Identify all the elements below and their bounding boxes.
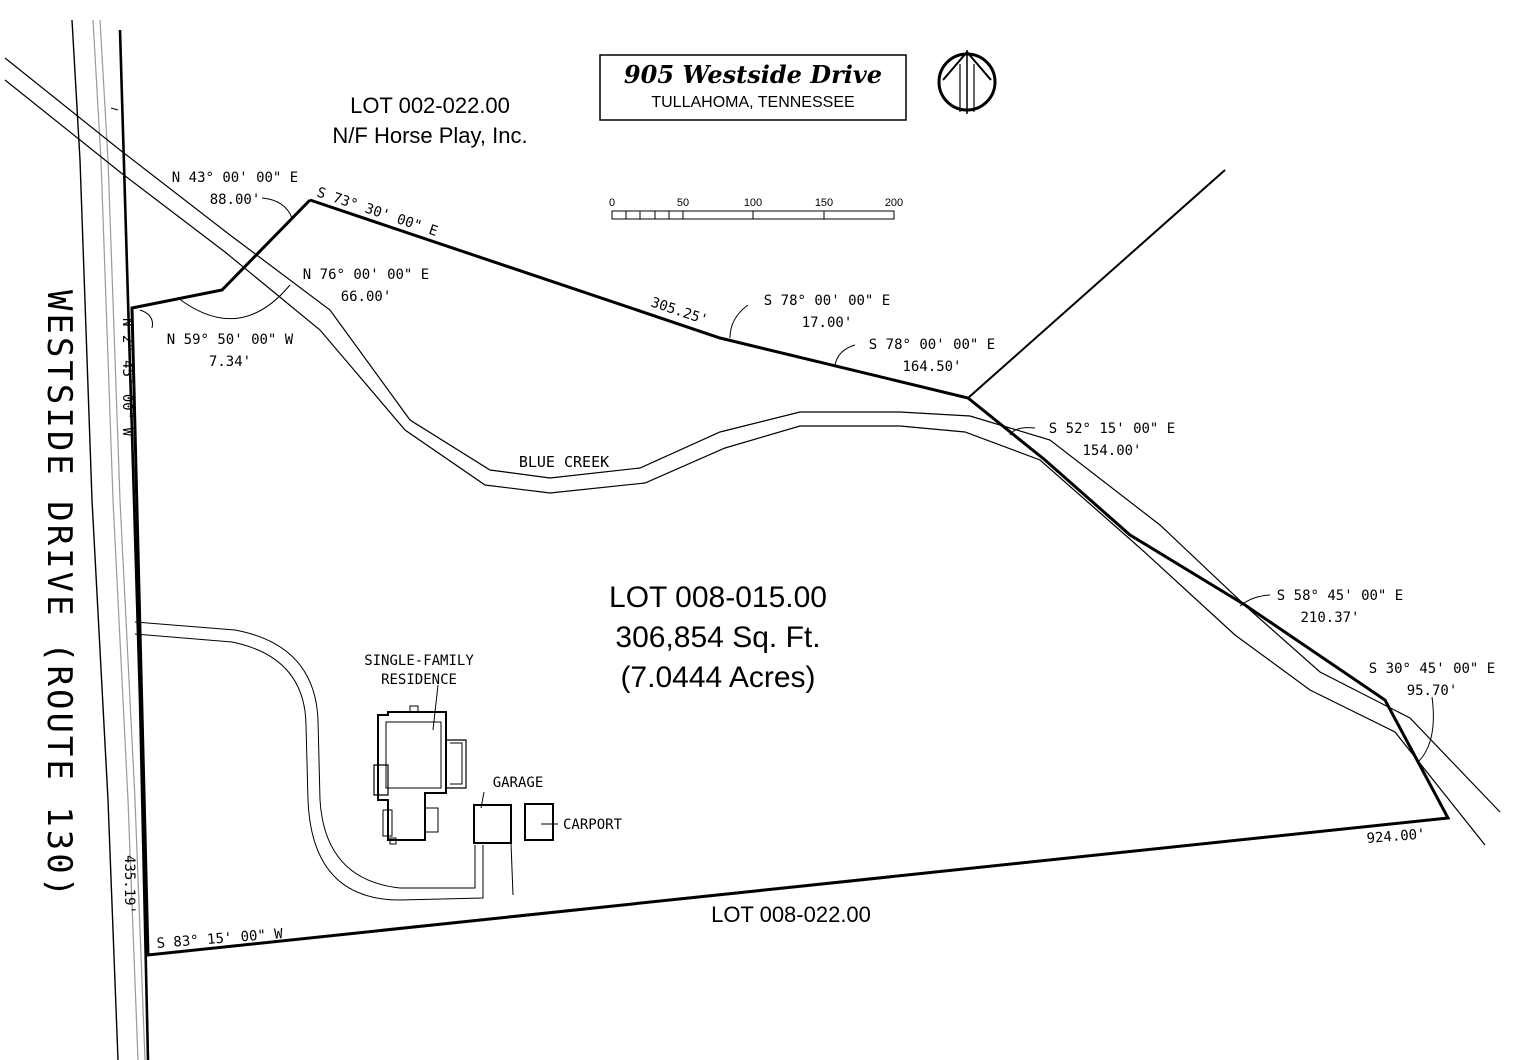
- residence-label-1: SINGLE-FAMILY: [364, 653, 474, 669]
- subject-lot-id: LOT 008-015.00: [609, 581, 827, 614]
- south-lot-id: LOT 008-022.00: [711, 902, 871, 927]
- blue-creek: [4, 57, 1501, 846]
- call-n2-distance: 435.19': [121, 855, 137, 914]
- road-edges: [71, 19, 150, 1060]
- title-city: TULLAHOMA, TENNESSEE: [651, 94, 854, 111]
- adjoiner-line-ne: [967, 169, 1226, 399]
- call-n2-bearing: N 2° 45' 00" W: [119, 318, 135, 437]
- residence-label-2: RESIDENCE: [381, 672, 457, 688]
- call-n76-bearing: N 76° 00' 00" E: [303, 267, 429, 283]
- road-name: WESTSIDE DRIVE (ROUTE 130): [39, 290, 79, 900]
- boundary-calls: N 43° 00' 00" E 88.00' S 73° 30' 00" E 3…: [119, 170, 1495, 952]
- call-s78a-bearing: S 78° 00' 00" E: [764, 293, 890, 309]
- north-lot-owner: N/F Horse Play, Inc.: [332, 123, 527, 148]
- call-n59-distance: 7.34': [209, 354, 251, 370]
- call-s78b-distance: 164.50': [902, 359, 961, 375]
- call-n43-bearing: N 43° 00' 00" E: [172, 170, 298, 186]
- call-n43-distance: 88.00': [210, 192, 261, 208]
- call-s83-distance: 924.00': [1366, 826, 1426, 847]
- scale-label-150: 150: [815, 197, 833, 209]
- road-east-edge: [118, 29, 150, 1060]
- creek-bank-south: [4, 79, 1486, 846]
- road-row-tick: [110, 107, 119, 111]
- carport-footprint: [524, 803, 554, 841]
- title-address: 905 Westside Drive: [624, 60, 882, 89]
- garage-footprint: [473, 804, 512, 844]
- subject-lot-area-sqft: 306,854 Sq. Ft.: [615, 621, 820, 654]
- scale-bar: 0 50 100 150 200: [609, 197, 903, 220]
- garage-label: GARAGE: [493, 775, 544, 791]
- call-n59-bearing: N 59° 50' 00" W: [167, 332, 294, 348]
- garage-ext-line: [510, 842, 514, 896]
- scale-label-50: 50: [677, 197, 689, 209]
- creek-bank-north: [4, 57, 1501, 813]
- call-s73-bearing: S 73° 30' 00" E: [315, 185, 440, 240]
- call-s30-distance: 95.70': [1407, 683, 1458, 699]
- property-boundary: [130, 198, 1451, 957]
- subject-lot-area-acres: (7.0444 Acres): [620, 661, 815, 694]
- call-s52-distance: 154.00': [1082, 443, 1141, 459]
- call-s58-distance: 210.37': [1300, 610, 1359, 626]
- call-s78a-distance: 17.00': [802, 315, 853, 331]
- call-s30-bearing: S 30° 45' 00" E: [1369, 661, 1495, 677]
- call-s52-bearing: S 52° 15' 00" E: [1049, 421, 1175, 437]
- scale-label-200: 200: [885, 197, 903, 209]
- call-s58-bearing: S 58° 45' 00" E: [1277, 588, 1403, 604]
- road-center-line-2: [99, 19, 146, 1060]
- scale-label-100: 100: [744, 197, 762, 209]
- road-center-line-1: [92, 19, 139, 1060]
- north-arrow-icon: [937, 50, 997, 114]
- creek-name: BLUE CREEK: [519, 453, 609, 471]
- call-n76-distance: 66.00': [341, 289, 392, 305]
- leader-lines: [139, 197, 1434, 825]
- call-s78b-bearing: S 78° 00' 00" E: [869, 337, 995, 353]
- north-lot-id: LOT 002-022.00: [350, 93, 510, 118]
- scale-label-0: 0: [609, 197, 615, 209]
- carport-label: CARPORT: [563, 817, 623, 833]
- residence-footprint: [373, 705, 467, 845]
- title-block-frame: [599, 54, 907, 121]
- road-west-edge: [71, 19, 119, 1060]
- driveway: [134, 621, 484, 901]
